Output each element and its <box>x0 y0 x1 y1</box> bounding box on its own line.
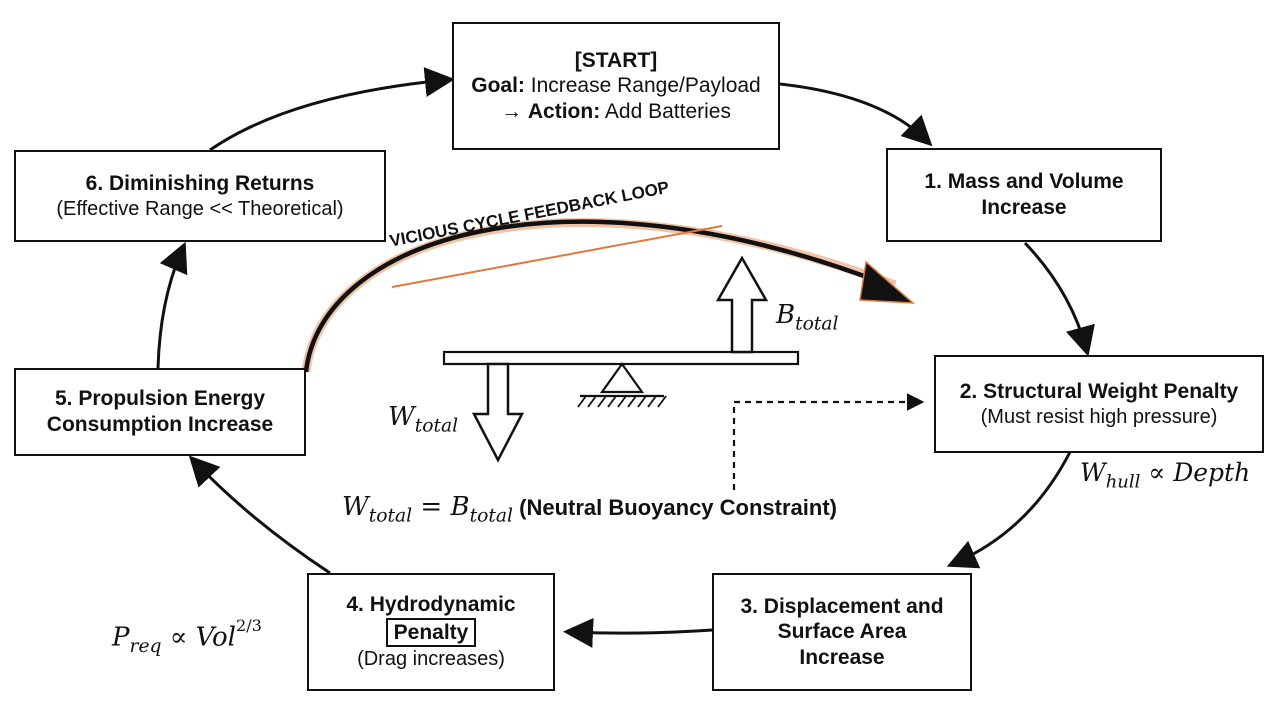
constraint-eq: = <box>412 492 451 522</box>
step6-subtitle: (Effective Range << Theoretical) <box>56 197 344 220</box>
preq-sup: 2/3 <box>235 616 262 635</box>
step4-subtitle: (Drag increases) <box>357 648 505 671</box>
power-required-formula: Preq ∝ Vol2/3 <box>112 616 262 657</box>
step3-line2: Surface Area <box>777 620 907 644</box>
action-label: Action: <box>527 99 601 123</box>
seesaw-pivot <box>599 362 645 394</box>
hull-base: W <box>1080 458 1106 487</box>
preq-sub: req <box>129 636 162 658</box>
preq-base: P <box>112 622 130 653</box>
step1-line1: 1. Mass and Volume <box>924 170 1124 194</box>
goal-text: Increase Range/Payload <box>530 74 761 98</box>
step1-box: 1. Mass and Volume Increase <box>886 148 1162 242</box>
action-text: Add Batteries <box>604 99 731 123</box>
hull-rest: ∝ Depth <box>1140 458 1251 487</box>
step1-line2: Increase <box>981 196 1067 219</box>
constraint-rhs: B <box>450 492 470 522</box>
step4-boxed-wrap: Penalty <box>385 617 477 648</box>
step2-box: 2. Structural Weight Penalty (Must resis… <box>934 355 1264 453</box>
start-title: [START] <box>574 48 658 72</box>
constraint-text: (Neutral Buoyancy Constraint) <box>513 495 837 520</box>
arrow-step2-to-step3 <box>946 451 1072 569</box>
b-total-sub: total <box>795 313 839 335</box>
step4-boxed: Penalty <box>385 617 477 648</box>
step6-box: 6. Diminishing Returns (Effective Range … <box>14 150 386 242</box>
hull-weight-formula: Whull ∝ Depth <box>1080 458 1250 492</box>
seesaw-beam <box>442 350 800 366</box>
w-total-sub: total <box>414 415 459 437</box>
goal-label: Goal: <box>471 74 525 98</box>
step2-subtitle: (Must resist high pressure) <box>980 405 1218 428</box>
arrow-step6-to-start <box>209 67 455 152</box>
w-total-base: W <box>388 402 415 432</box>
step4-box: 4. Hydrodynamic Penalty (Drag increases) <box>307 573 555 691</box>
constraint-rhs-sub: total <box>469 505 514 527</box>
step5-line2: Consumption Increase <box>46 413 274 436</box>
step2-title: 2. Structural Weight Penalty <box>959 380 1239 403</box>
step5-line1: 5. Propulsion Energy <box>54 387 266 411</box>
arrow-step1-to-step2 <box>1023 241 1095 357</box>
seesaw-ground-hatch <box>577 395 667 408</box>
step6-title: 6. Diminishing Returns <box>85 172 315 195</box>
preq-mid: ∝ Vol <box>161 622 236 653</box>
arrow-step5-to-step6 <box>156 241 188 369</box>
feedback-loop-arc <box>303 219 881 373</box>
action-arrow: → <box>501 99 523 123</box>
step3-line1: 3. Displacement and <box>740 594 944 618</box>
buoyancy-up-arrow <box>715 255 769 354</box>
arrow-step3-to-step4 <box>563 617 713 648</box>
step5-box: 5. Propulsion Energy Consumption Increas… <box>14 368 306 456</box>
feedback-loop-arrowhead <box>859 260 916 304</box>
start-box: [START] Goal: Increase Range/Payload → A… <box>452 22 780 150</box>
step3-line3: Increase <box>799 645 885 669</box>
neutral-buoyancy-constraint: Wtotal = Btotal (Neutral Buoyancy Constr… <box>342 492 837 527</box>
hull-sub: hull <box>1105 471 1141 493</box>
weight-down-arrow <box>471 362 525 463</box>
dashed-link-to-step2 <box>732 393 925 490</box>
constraint-lhs-sub: total <box>368 505 413 527</box>
b-total-label: Btotal <box>776 300 839 335</box>
step3-box: 3. Displacement and Surface Area Increas… <box>712 573 972 691</box>
step4-line1: 4. Hydrodynamic <box>346 593 516 617</box>
arrow-step4-to-step5 <box>188 455 331 575</box>
start-action: → Action: Add Batteries <box>501 99 731 125</box>
arrow-start-to-step1 <box>779 82 933 147</box>
b-total-base: B <box>776 300 796 330</box>
constraint-lhs: W <box>342 492 369 522</box>
loop-label-underline <box>391 225 723 288</box>
w-total-label: Wtotal <box>388 402 458 437</box>
start-goal: Goal: Increase Range/Payload <box>471 73 761 99</box>
